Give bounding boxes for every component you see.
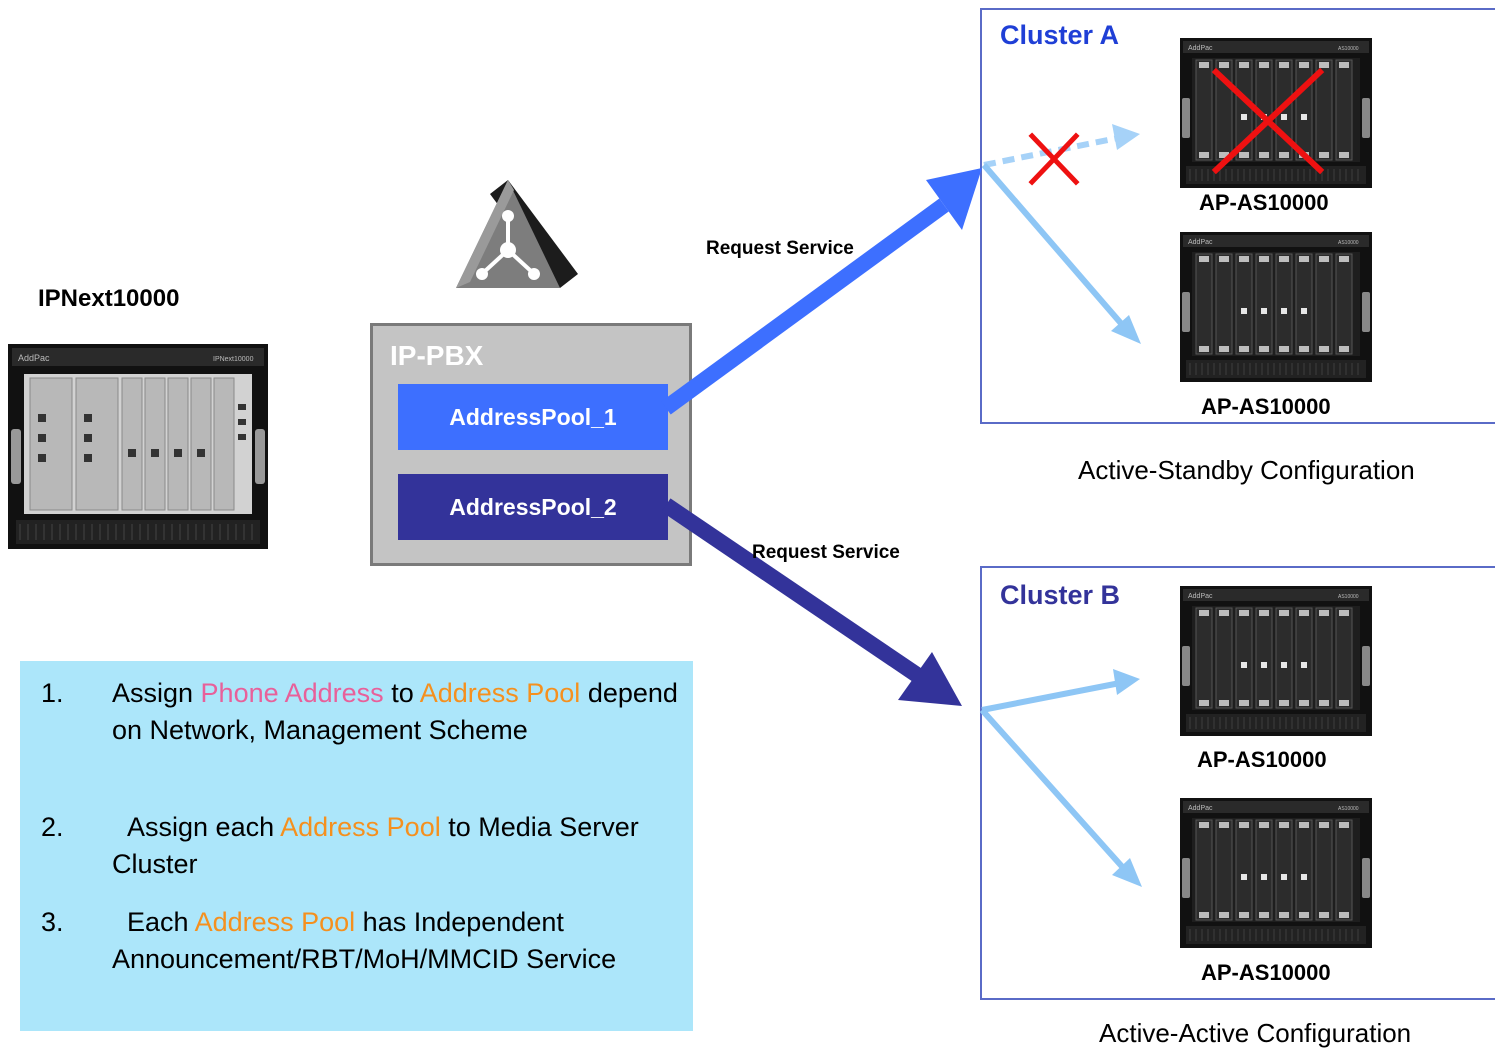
step-3-text: Each Address Pool has Independent Announ… — [112, 907, 617, 974]
server-brand: AddPac — [1188, 805, 1213, 812]
server-label-a2: AP-AS10000 — [1201, 394, 1331, 419]
address-pool-1: AddressPool_1 — [398, 384, 668, 450]
step-2-text: Assign each Address Pool to Media Server… — [112, 812, 647, 879]
request-arrow-2 — [661, 498, 925, 684]
steps-panel: 1. Assign Phone Address to Address Pool … — [20, 661, 693, 1031]
request-service-label-2: Request Service — [752, 542, 900, 563]
active-standby-caption: Active-Standby Configuration — [1078, 455, 1415, 485]
cluster-b-title: Cluster B — [1000, 580, 1121, 610]
server-device-b2: AddPac AS10000 — [1180, 798, 1372, 948]
step-3-number: 3. — [41, 907, 64, 937]
step-1-text: Assign Phone Address to Address Pool dep… — [112, 678, 678, 745]
server-label-a1: AP-AS10000 — [1199, 190, 1329, 215]
request-service-label-1: Request Service — [706, 238, 854, 259]
ipnext-label: IPNext10000 — [38, 285, 180, 312]
server-brand: AddPac — [1188, 239, 1213, 246]
network-triangle-icon — [456, 180, 578, 288]
request-arrow-1 — [661, 198, 949, 415]
step-2-number: 2. — [41, 812, 64, 842]
server-brand: AddPac — [1188, 45, 1213, 52]
cluster-a-title: Cluster A — [1000, 20, 1120, 50]
ipnext-brand: AddPac — [18, 353, 50, 363]
request-arrow-1-head — [926, 168, 982, 230]
server-brand: AddPac — [1188, 593, 1213, 600]
server-device-a2: AddPac AS10000 — [1180, 232, 1372, 382]
ipnext-device-image: AddPac IPNext10000 — [8, 344, 268, 549]
server-model-plate: AS10000 — [1338, 240, 1359, 246]
ip-pbx-label: IP-PBX — [390, 340, 484, 371]
server-device-a1: AddPac AS10000 — [1180, 38, 1372, 188]
request-arrow-2-head — [898, 652, 962, 706]
server-label-b1: AP-AS10000 — [1197, 747, 1327, 772]
step-1-number: 1. — [41, 678, 64, 708]
address-pool-2: AddressPool_2 — [398, 474, 668, 540]
ipnext-model-plate: IPNext10000 — [213, 356, 254, 363]
server-label-b2: AP-AS10000 — [1201, 960, 1331, 985]
server-model-plate: AS10000 — [1338, 594, 1359, 600]
server-device-b1: AddPac AS10000 — [1180, 586, 1372, 736]
server-model-plate: AS10000 — [1338, 46, 1359, 52]
active-active-caption: Active-Active Configuration — [1099, 1018, 1412, 1048]
server-model-plate: AS10000 — [1338, 806, 1359, 812]
